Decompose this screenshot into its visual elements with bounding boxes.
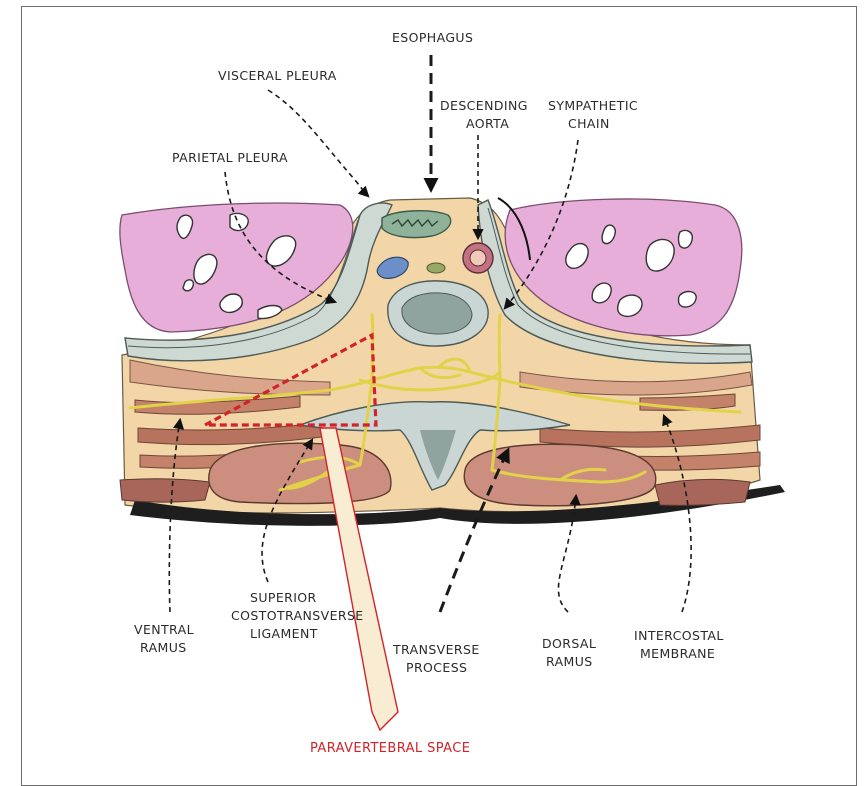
esophagus-shape bbox=[382, 211, 451, 238]
label-ventral-ramus-line2: RAMUS bbox=[140, 640, 187, 655]
label-dorsal-ramus-line2: RAMUS bbox=[546, 654, 593, 669]
label-sympathetic-chain-line1: SYMPATHETIC bbox=[548, 98, 638, 113]
label-paravertebral-space: PARAVERTEBRAL SPACE bbox=[310, 741, 470, 756]
label-sympathetic-chain-line2: CHAIN bbox=[568, 116, 610, 131]
label-intercostal-membrane-line1: INTERCOSTAL bbox=[634, 628, 724, 643]
arrow-visceral-pleura bbox=[268, 90, 368, 196]
label-sctl-line2: COSTOTRANSVERSE bbox=[231, 608, 364, 623]
label-esophagus: ESOPHAGUS bbox=[392, 30, 473, 45]
label-visceral-pleura: VISCERAL PLEURA bbox=[218, 68, 337, 83]
aorta-shape bbox=[463, 243, 493, 273]
label-descending-aorta-line2: AORTA bbox=[466, 116, 509, 131]
label-parietal-pleura: PARIETAL PLEURA bbox=[172, 150, 288, 165]
label-sctl-line3: LIGAMENT bbox=[250, 626, 318, 641]
label-sctl-line1: SUPERIOR bbox=[250, 590, 317, 605]
label-descending-aorta-line1: DESCENDING bbox=[440, 98, 528, 113]
vertebral-body bbox=[388, 281, 488, 346]
label-transverse-process-line1: TRANSVERSE bbox=[392, 642, 480, 657]
label-intercostal-membrane-line2: MEMBRANE bbox=[640, 646, 715, 661]
label-transverse-process-line2: PROCESS bbox=[406, 660, 467, 675]
label-dorsal-ramus-line1: DORSAL bbox=[542, 636, 596, 651]
label-ventral-ramus-line1: VENTRAL bbox=[134, 622, 194, 637]
